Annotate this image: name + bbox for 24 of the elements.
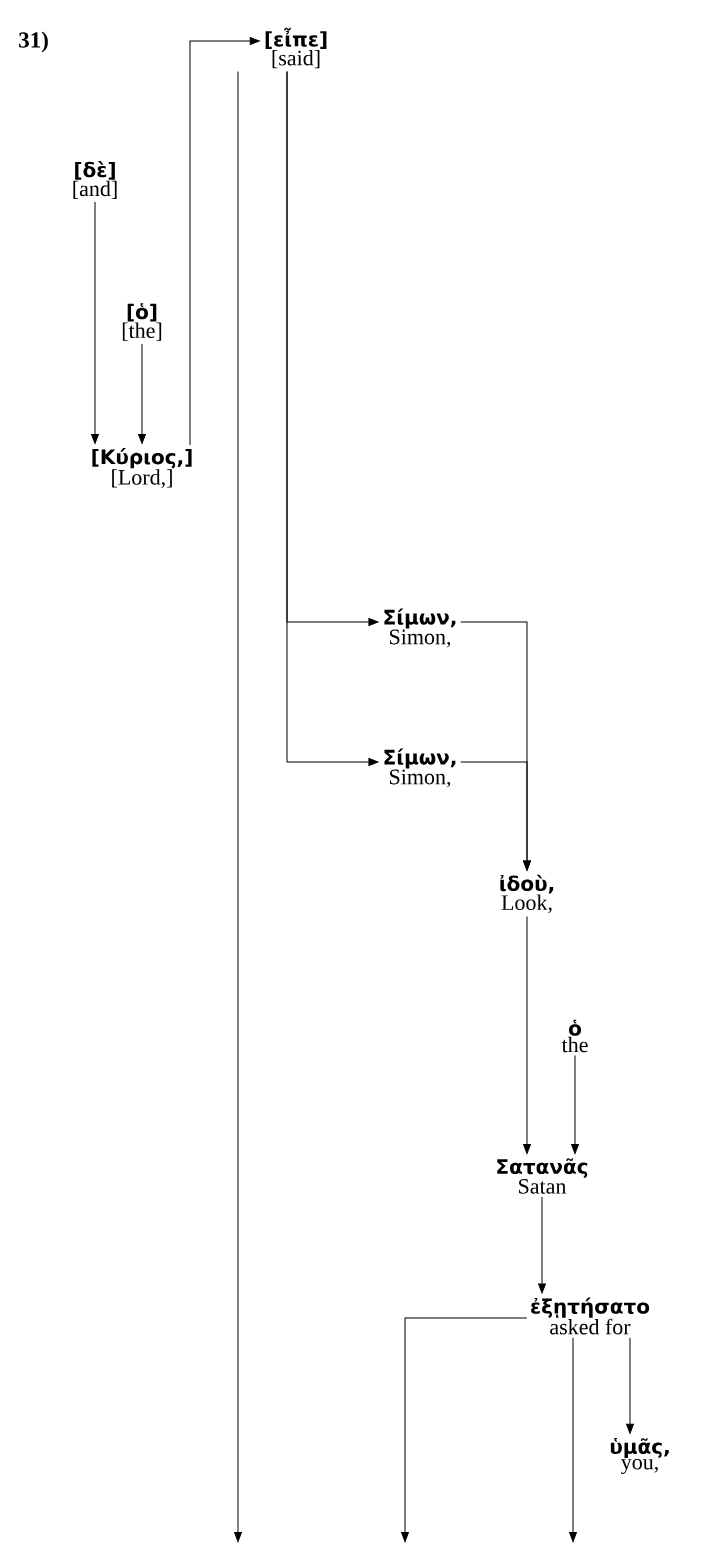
word-entry: Σίμων, Simon, (384, 608, 456, 648)
word-entry: Σίμων, Simon, (384, 748, 456, 788)
word-entry: [Κύριος,] [Lord,] (92, 448, 192, 488)
word-entry: [εἶπε] [said] (265, 27, 327, 69)
arrow (91, 201, 99, 444)
word-entry: ὑμᾶς, you, (610, 1438, 669, 1474)
word-entry: [ὁ] [the] (122, 303, 162, 341)
word-entry: ὁ the (561, 1019, 588, 1053)
arrow (626, 1337, 634, 1434)
arrow (538, 1196, 546, 1294)
arrow (138, 343, 146, 444)
arrow (460, 761, 531, 871)
arrow (523, 915, 531, 1155)
arrow (401, 1317, 528, 1543)
word-entry: ἐξῃτήσατο asked for (531, 1297, 650, 1335)
arrow (234, 70, 242, 1543)
verse-number: 31) (19, 31, 48, 53)
arrow (286, 70, 379, 766)
arrow (569, 1337, 577, 1543)
arrow (189, 37, 260, 446)
word-entry: Σατανᾶς Satan (497, 1158, 588, 1194)
arrow (571, 1054, 579, 1155)
word-entry: ἰδοὺ, Look, (500, 874, 554, 914)
word-entry: [δὲ] [and] (73, 161, 117, 199)
